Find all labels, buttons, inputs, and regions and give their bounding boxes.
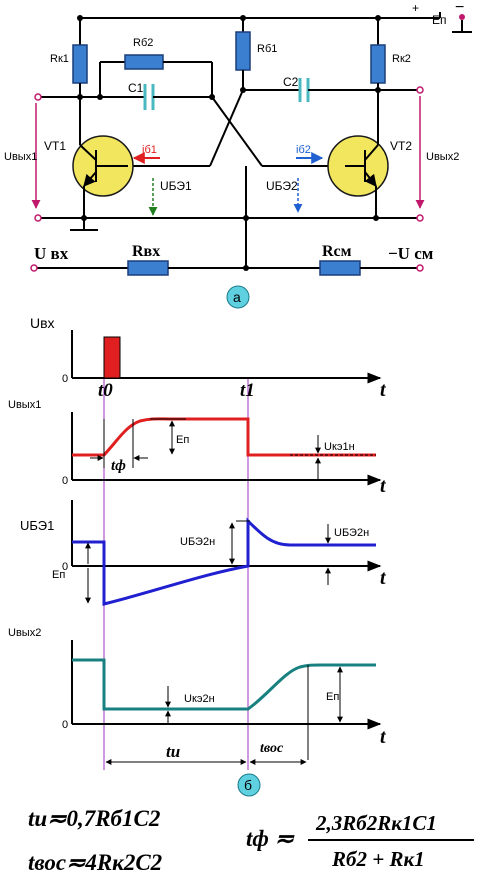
circuit-diagram: + Eп − Rк1 Rб2 C1 Rб1	[4, 0, 472, 309]
label-rin: Rвх	[132, 243, 160, 260]
plot2-zero: 0	[62, 475, 68, 487]
plot4-t: t	[380, 726, 387, 748]
label-ube2: UБЭ2	[266, 179, 298, 193]
figure-label-a: а	[233, 289, 241, 305]
plot4-ylabel: Uвых2	[8, 627, 41, 639]
plot-uout1: Uвых1 0 Eп tф Uкэ1н t	[8, 399, 387, 497]
resistor-rk1	[72, 44, 88, 84]
plot1-t: t	[380, 379, 387, 401]
formula-tf-lhs: tф ≂	[246, 826, 295, 851]
t1-label: t1	[240, 380, 255, 401]
label-rb2: Rб2	[133, 37, 153, 49]
t0-label: t0	[98, 380, 113, 401]
supply-minus: −	[455, 0, 464, 16]
current-ib2: iб2	[296, 144, 311, 156]
plot4-residual: Uкэ2н	[184, 693, 215, 705]
plot3-peak: UБЭ2н	[180, 536, 215, 548]
plot2-ylabel: Uвых1	[8, 399, 41, 411]
plot1-ylabel: Uвх	[30, 315, 55, 331]
plot3-zero: 0	[62, 561, 68, 573]
plot4-amp: Eп	[326, 691, 339, 703]
input-pulse	[103, 336, 121, 379]
label-rk1: Rк1	[50, 53, 69, 65]
plot3-ylabel: UБЭ1	[20, 518, 54, 533]
supply-plus: +	[412, 1, 419, 15]
plot2-t: t	[380, 475, 387, 497]
resistor-rcm	[319, 260, 361, 276]
plot2-tf: tф	[111, 458, 126, 474]
transistor-vt1	[72, 135, 134, 197]
plot2-residual: Uкэ1н	[324, 441, 355, 453]
label-rk2: Rк2	[392, 53, 411, 65]
label-tvos: tвос	[260, 741, 284, 756]
label-rcm: Rсм	[322, 243, 352, 260]
formula-tf-denominator: Rб2 + Rк1	[331, 847, 425, 871]
resistor-rk2	[370, 44, 386, 84]
plot-uout2: Uвых2 0 Uкэ2н Eп t	[8, 627, 387, 760]
transistor-vt2	[327, 135, 389, 197]
plot3-level: UБЭ2н	[334, 527, 369, 539]
figure-label-b: б	[244, 777, 252, 793]
formula-tf-numerator: 2,3Rб2Rк1C1	[315, 811, 437, 835]
plot2-amp: Eп	[176, 434, 189, 446]
formulas: tи≂0,7Rб1C2 tвос≂4Rк2C2 tф ≂ 2,3Rб2Rк1C1…	[28, 806, 474, 875]
uout2-trace	[72, 658, 376, 711]
ube1-trace	[72, 517, 376, 606]
supply-terminal-symbol	[452, 14, 472, 33]
label-c1: C1	[128, 81, 144, 95]
resistor-rb2	[124, 54, 164, 70]
supply-label: Eп	[432, 13, 447, 27]
label-uin: U вх	[34, 244, 69, 263]
resistor-rb1	[235, 31, 251, 71]
plot3-amp: Eп	[52, 569, 65, 581]
formula-tvos: tвос≂4Rк2C2	[28, 850, 162, 875]
label-uout1: Uвых1	[4, 151, 37, 163]
plot3-t: t	[380, 567, 387, 589]
plot-uin: Uвх 0 t t0 t1	[30, 315, 387, 401]
label-vt1: VT1	[44, 139, 66, 153]
label-c2: C2	[283, 75, 299, 89]
label-tu: tи	[166, 742, 180, 761]
label-uout2: Uвых2	[426, 151, 459, 163]
label-vt2: VT2	[390, 139, 412, 153]
plot-ube1: UБЭ1 0 Eп UБЭ2н UБЭ2н t	[20, 500, 387, 606]
plot1-zero: 0	[62, 373, 68, 385]
label-rb1: Rб1	[257, 43, 277, 55]
label-ube1: UБЭ1	[160, 179, 192, 193]
resistor-rin	[127, 260, 169, 276]
formula-tu: tи≂0,7Rб1C2	[28, 806, 160, 831]
timing-diagrams: Uвх 0 t t0 t1 Uвых1 0 Eп tф Uкэ1н t	[8, 315, 387, 797]
plot4-zero: 0	[62, 719, 68, 731]
label-ucm: −U см	[388, 244, 434, 263]
current-ib1: iб1	[142, 144, 157, 156]
